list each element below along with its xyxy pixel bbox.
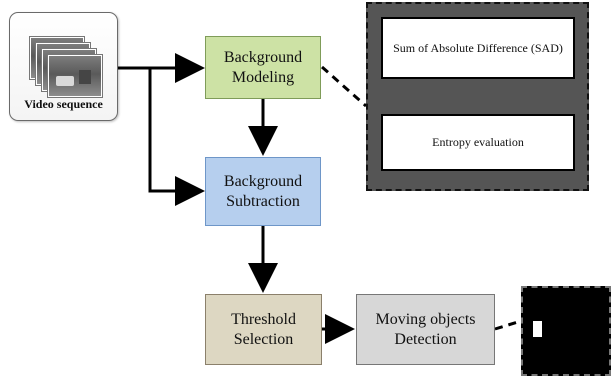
binary-mask-icon xyxy=(521,286,611,376)
threshold-selection-block: Threshold Selection xyxy=(205,294,322,365)
video-to-background-subtraction-arrow xyxy=(148,68,205,206)
detection-result-dashed-link xyxy=(494,319,522,331)
modeling-detail-dashed-link xyxy=(321,65,367,108)
video-frames-icon xyxy=(30,37,102,97)
threshold-selection-line-2: Selection xyxy=(233,330,294,348)
sad-box: Sum of Absolute Difference (SAD) xyxy=(381,17,575,79)
threshold-selection-line-1: Threshold xyxy=(231,310,296,328)
background-modeling-block: Background Modeling xyxy=(205,36,321,99)
detected-object-mark xyxy=(533,321,542,337)
background-subtraction-line-1: Background xyxy=(223,172,303,190)
entropy-evaluation-label: Entropy evaluation xyxy=(432,135,524,150)
background-subtraction-block: Background Subtraction xyxy=(205,157,321,226)
background-subtraction-line-2: Subtraction xyxy=(226,192,300,210)
moving-objects-detection-line-2: Detection xyxy=(394,330,457,348)
background-modeling-details-panel: Sum of Absolute Difference (SAD) Entropy… xyxy=(366,2,589,191)
moving-objects-detection-line-1: Moving objects xyxy=(375,310,476,328)
background-modeling-line-1: Background xyxy=(223,48,303,66)
sad-label-line-1: Sum of Absolute Difference xyxy=(393,40,528,55)
entropy-evaluation-box: Entropy evaluation xyxy=(381,114,575,171)
background-modeling-line-2: Modeling xyxy=(231,68,295,86)
video-sequence-input: Video sequence xyxy=(9,12,118,121)
moving-objects-detection-block: Moving objects Detection xyxy=(356,294,495,365)
video-sequence-label: Video sequence xyxy=(24,97,103,111)
sad-label-line-2: (SAD) xyxy=(530,40,563,55)
